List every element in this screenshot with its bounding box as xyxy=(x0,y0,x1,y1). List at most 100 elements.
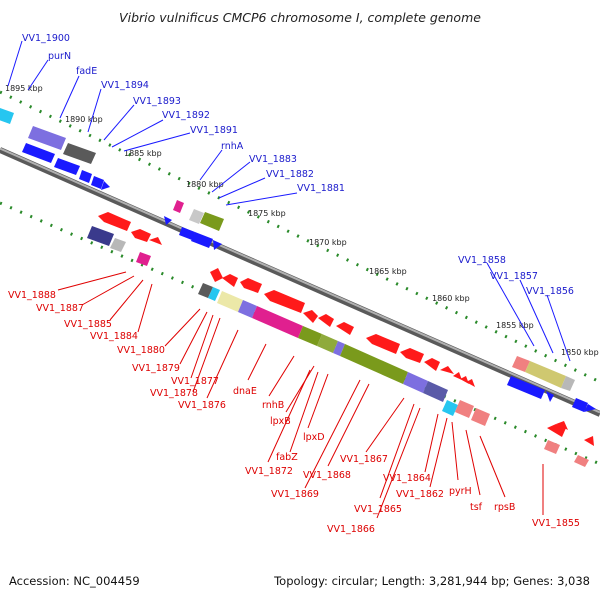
forward-arrow xyxy=(101,181,110,190)
forward-arrow xyxy=(546,391,554,402)
gene-label: VV1_1891 xyxy=(190,125,238,136)
gene-label: VV1_1856 xyxy=(526,286,574,297)
gene-block xyxy=(340,344,408,384)
forward-arrow xyxy=(213,240,222,250)
reverse-arrow xyxy=(440,366,454,374)
gene-label: VV1_1884 xyxy=(90,331,138,342)
reverse-leaders xyxy=(57,271,544,519)
gene-label: VV1_1879 xyxy=(132,363,180,374)
reverse-arrow xyxy=(400,348,424,363)
scale-label: 1860 kbp xyxy=(432,294,470,303)
scale-label: 1880 kbp xyxy=(186,180,224,189)
gene-block xyxy=(525,361,566,388)
topology-text: Topology: circular; Length: 3,281,944 bp… xyxy=(274,574,590,588)
gene-block xyxy=(0,108,14,124)
reverse-arrow xyxy=(240,278,262,293)
reverse-arrow xyxy=(453,372,462,380)
forward-arrow xyxy=(164,216,172,225)
gene-block xyxy=(403,372,428,393)
scale-label: 1890 kbp xyxy=(65,115,103,124)
gene-label: VV1_1894 xyxy=(101,80,149,91)
gene-label: VV1_1858 xyxy=(458,255,506,266)
forward-arrow xyxy=(191,232,213,248)
gene-label: VV1_1881 xyxy=(297,183,345,194)
gene-label: VV1_1878 xyxy=(150,388,198,399)
gene-block xyxy=(217,291,243,312)
reverse-arrow xyxy=(556,421,568,430)
map-title: Vibrio vulnificus CMCP6 chromosome I, co… xyxy=(119,10,481,25)
reverse-arrow xyxy=(584,436,594,446)
gene-label: VV1_1869 xyxy=(271,489,319,500)
gene-label: VV1_1885 xyxy=(64,319,112,330)
gene-block xyxy=(238,300,257,318)
scale-label: 1850 kbp xyxy=(561,348,599,357)
reverse-arrow xyxy=(466,379,475,387)
gene-block xyxy=(442,400,458,416)
gene-label: VV1_1877 xyxy=(171,376,219,387)
reverse-arrow xyxy=(222,274,238,287)
gene-label: VV1_1872 xyxy=(245,466,293,477)
reverse-arrow xyxy=(336,322,354,335)
forward-arrow xyxy=(54,158,80,175)
gene-block xyxy=(87,226,114,246)
gene-label: VV1_1880 xyxy=(117,345,165,356)
gene-block xyxy=(561,376,575,391)
gene-label: VV1_1866 xyxy=(327,524,375,535)
gene-block xyxy=(63,143,96,164)
reverse-arrow xyxy=(264,290,305,313)
scale-label: 1895 kbp xyxy=(5,84,43,93)
chromosome-backbone-highlight xyxy=(0,147,600,414)
gene-block xyxy=(252,306,303,338)
gene-label: purN xyxy=(48,51,71,62)
gene-label: VV1_1888 xyxy=(8,290,56,301)
accession-text: Accession: NC_004459 xyxy=(9,574,140,588)
scale-label: 1885 kbp xyxy=(124,149,162,158)
gene-label: VV1_1865 xyxy=(354,504,402,515)
gene-block xyxy=(544,440,560,454)
forward-leaders xyxy=(7,40,571,362)
gene-block xyxy=(189,209,204,224)
gene-block xyxy=(200,212,224,231)
reverse-arrow xyxy=(318,314,334,327)
reverse-arrow xyxy=(303,310,318,323)
gene-block xyxy=(455,400,474,418)
gene-label: VV1_1887 xyxy=(36,303,84,314)
chromosome-backbone xyxy=(0,147,600,417)
forward-gene-labels: VV1_1900 purN fadE VV1_1894 VV1_1893 VV1… xyxy=(22,33,574,297)
scale-label: 1865 kbp xyxy=(369,267,407,276)
gene-label: VV1_1855 xyxy=(532,518,580,529)
gene-block xyxy=(110,238,126,252)
forward-arrow xyxy=(91,176,104,189)
gene-label: VV1_1867 xyxy=(340,454,388,465)
reverse-arrow xyxy=(424,358,440,371)
outer-tick-track xyxy=(0,90,600,384)
gene-label: rnhA xyxy=(221,141,244,152)
forward-arrow xyxy=(22,143,55,163)
gene-block xyxy=(173,200,184,213)
gene-block xyxy=(333,341,345,356)
gene-label: VV1_1882 xyxy=(266,169,314,180)
forward-arrow xyxy=(179,227,195,240)
gene-block xyxy=(136,252,151,266)
gene-block xyxy=(317,334,338,353)
gene-label: fadE xyxy=(76,66,97,77)
reverse-arrow xyxy=(98,212,131,231)
reverse-arrow xyxy=(131,229,151,242)
gene-label: lpxB xyxy=(270,416,291,427)
gene-label: dnaE xyxy=(233,386,257,397)
gene-label: rnhB xyxy=(262,400,284,411)
gene-block xyxy=(574,455,589,467)
gene-label: fabZ xyxy=(276,452,298,463)
forward-arrow xyxy=(507,376,545,399)
gene-label: rpsB xyxy=(494,502,515,513)
gene-block xyxy=(471,408,490,426)
gene-block xyxy=(28,126,66,150)
reverse-arrow xyxy=(366,334,400,354)
forward-arrow xyxy=(572,398,588,412)
gene-block xyxy=(512,356,530,372)
scale-label: 1855 kbp xyxy=(496,321,534,330)
reverse-arrow xyxy=(149,237,162,245)
gene-label: VV1_1892 xyxy=(162,110,210,121)
feature-blocks xyxy=(0,108,596,467)
